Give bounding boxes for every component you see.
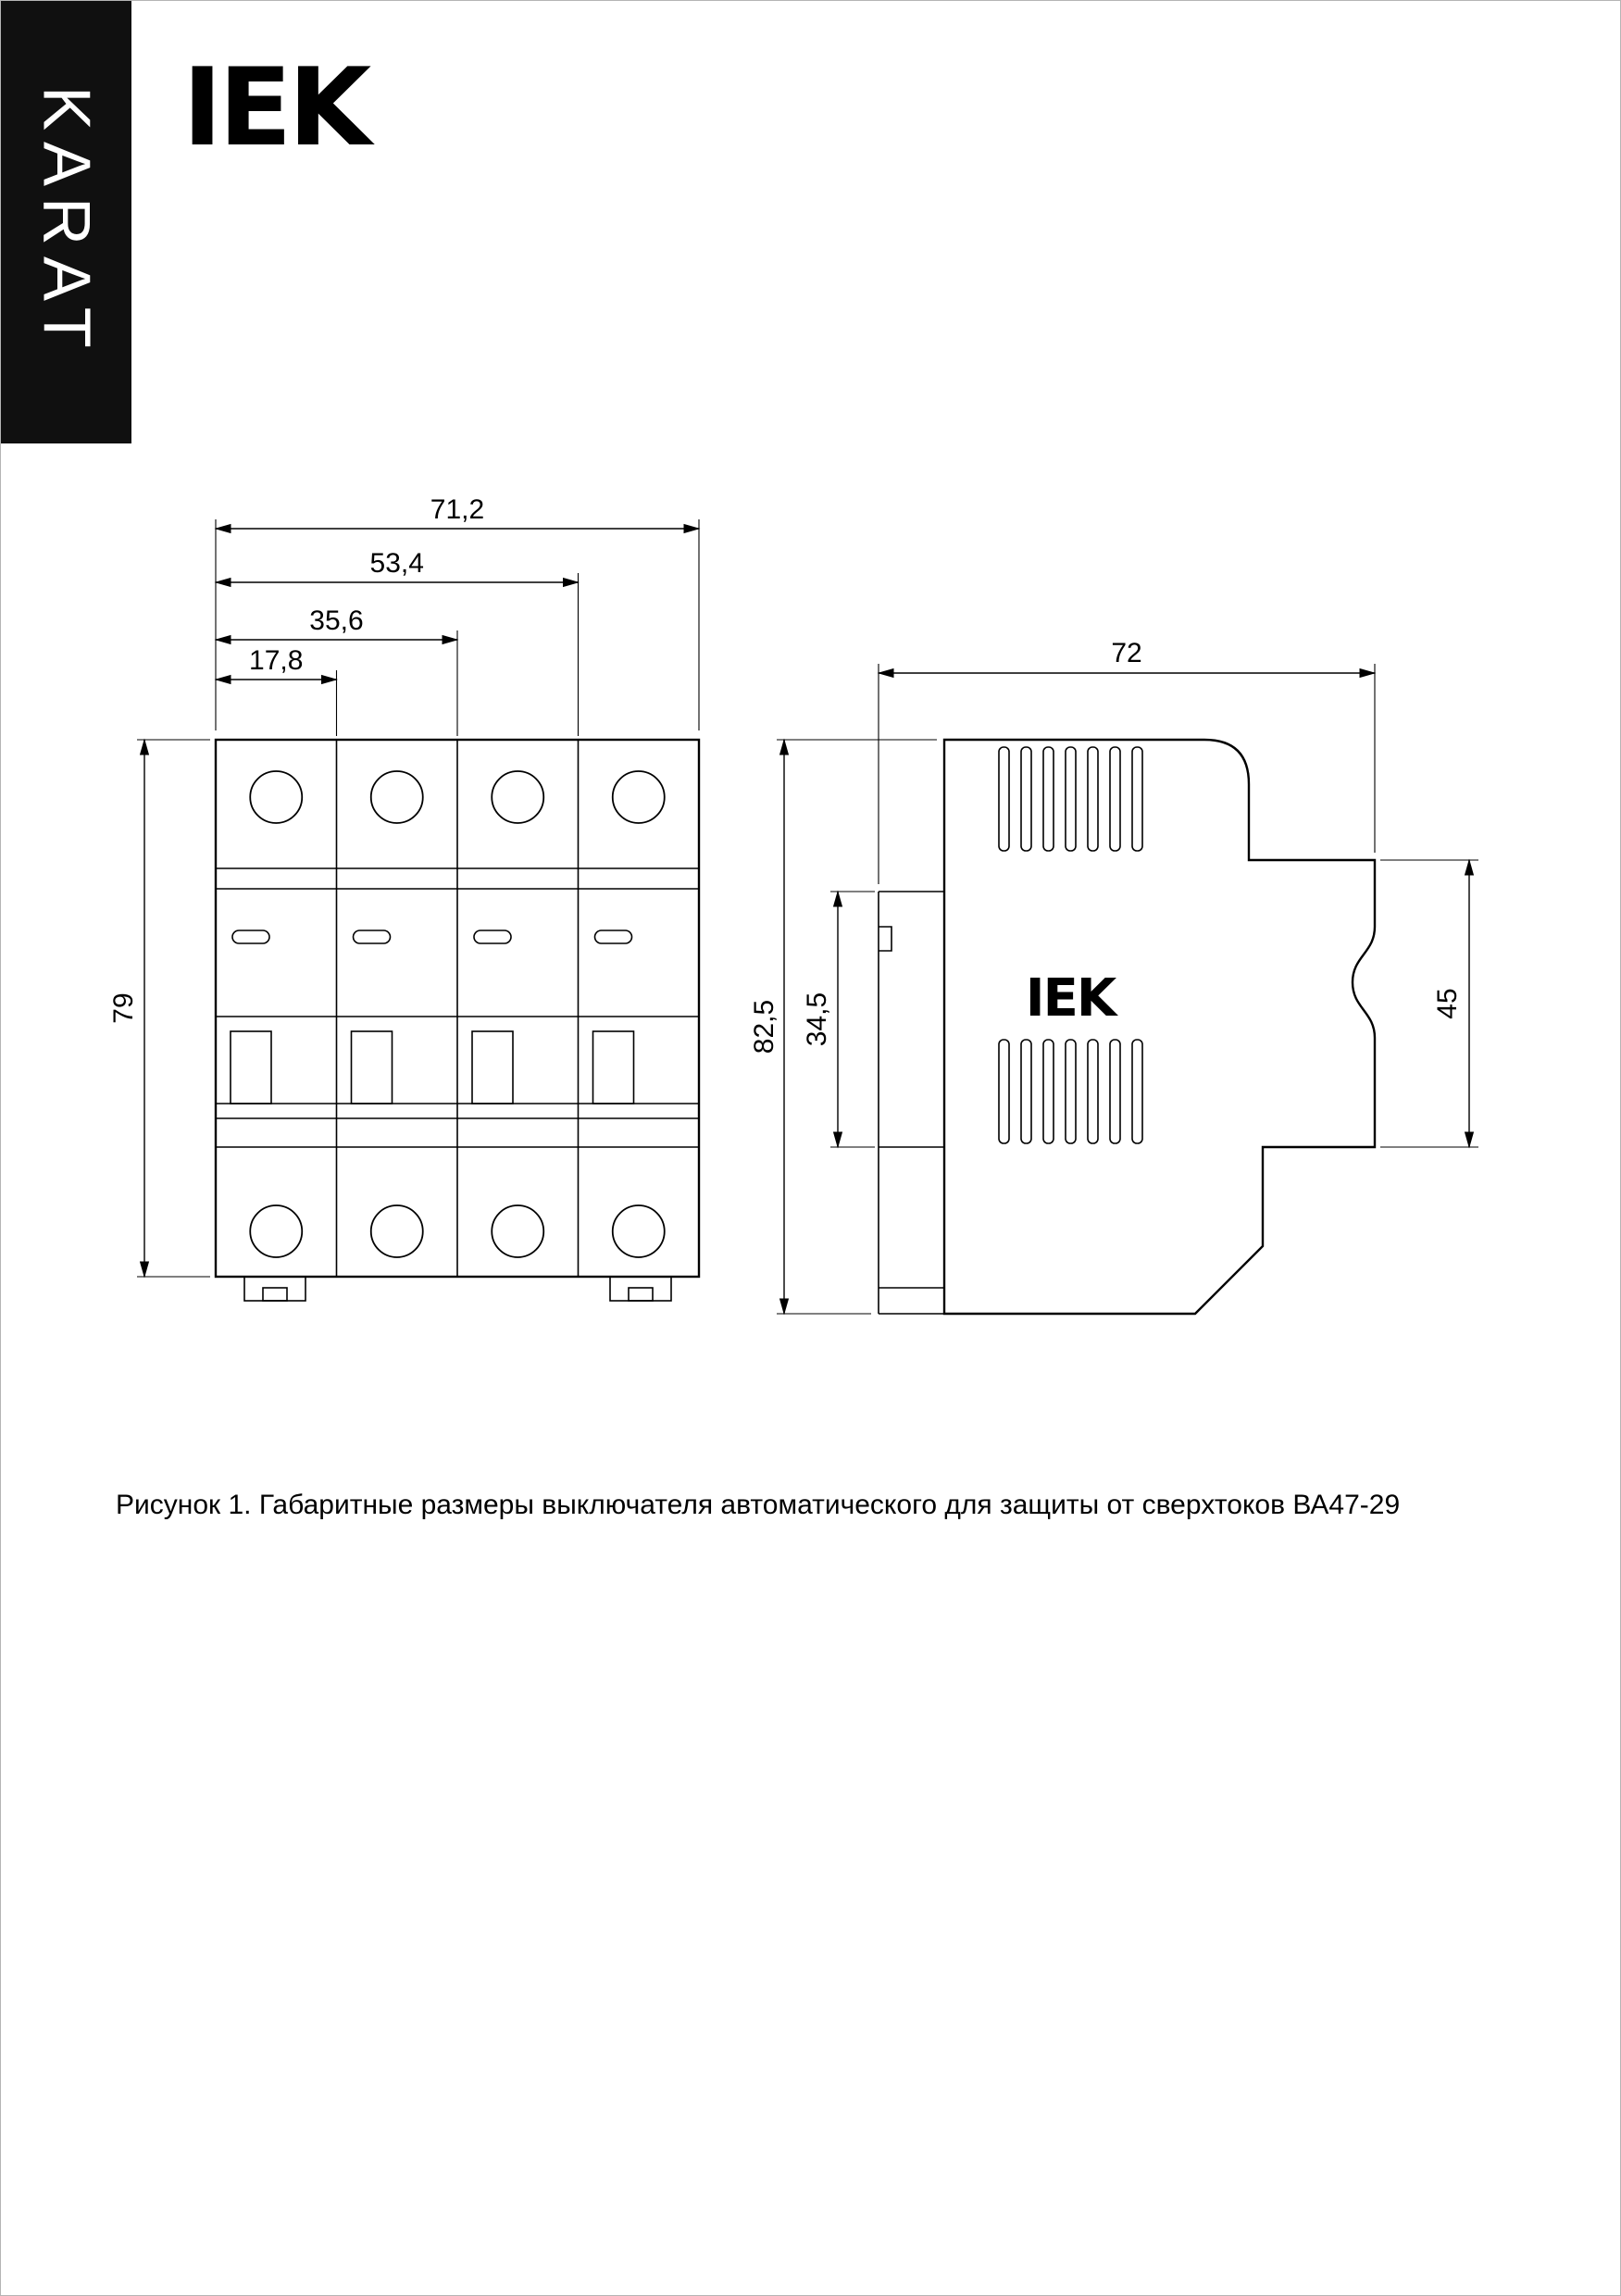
bottom-terminal-screws [249,1204,666,1258]
dim-71-2: 71,2 [430,494,484,525]
top-terminal-screws [249,770,666,824]
din-clips [243,1276,672,1302]
dim-82-5: 82,5 [749,1000,779,1054]
vent-slats-lower [998,1039,1143,1144]
side-view-dimensions: 72 82,5 34,5 45 [749,638,1478,1316]
brand-banner-text: KARAT [29,85,104,359]
dim-34-5: 34,5 [802,992,832,1046]
front-view-dimensions: 71,2 53,4 35,6 17,8 79 [108,494,701,1279]
dim-72: 72 [1111,638,1141,668]
side-view: IEK [878,738,1377,1316]
dim-17-8: 17,8 [249,645,303,676]
figure-caption: Рисунок 1. Габаритные размеры выключател… [116,1490,1401,1520]
front-view [214,738,701,1302]
din-rail-mount [878,891,944,1315]
side-view-iek-logo: IEK [1026,968,1119,1029]
dim-45: 45 [1432,988,1463,1018]
dim-35-6: 35,6 [309,605,363,636]
dim-53-4: 53,4 [370,548,424,579]
iek-logo: IEK [182,45,371,170]
brand-banner: KARAT [1,1,131,443]
dim-79: 79 [108,992,139,1023]
side-body-outline [942,738,1377,1316]
indicator-windows [231,930,633,944]
technical-drawing: 71,2 53,4 35,6 17,8 79 [108,494,1478,1316]
toggle-handles [230,1030,635,1104]
vent-slats-upper [998,746,1143,852]
